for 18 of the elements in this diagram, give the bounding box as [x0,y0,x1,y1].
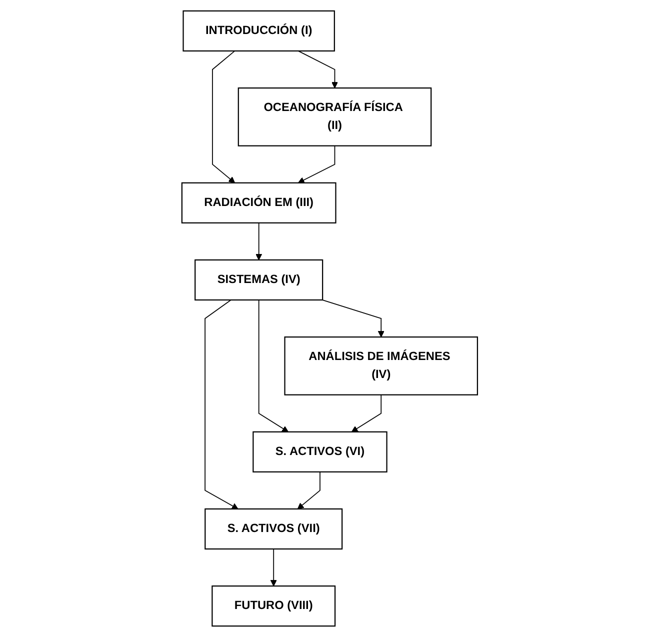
arrow [258,300,289,432]
arrow [322,300,385,338]
arrow [298,50,338,88]
node-box: SISTEMAS (IV) [194,259,324,301]
node-box: ANÁLISIS DE IMÁGENES (IV) [284,336,478,396]
arrow [256,222,262,260]
node-box: OCEANOGRAFÍA FÍSICA (II) [238,87,432,146]
node-box: INTRODUCCIÓN (I) [182,10,336,52]
node-box: RADIACIÓN EM (III) [182,182,337,224]
arrow [298,471,321,510]
arrow [212,50,236,184]
node-box: S. ACTIVOS (VII) [204,508,343,550]
node-box: S. ACTIVOS (VI) [252,431,388,472]
arrow [204,300,239,510]
arrow [352,394,382,432]
arrow [270,548,278,586]
node-box: FUTURO (VIII) [212,585,336,627]
arrow [298,145,336,184]
